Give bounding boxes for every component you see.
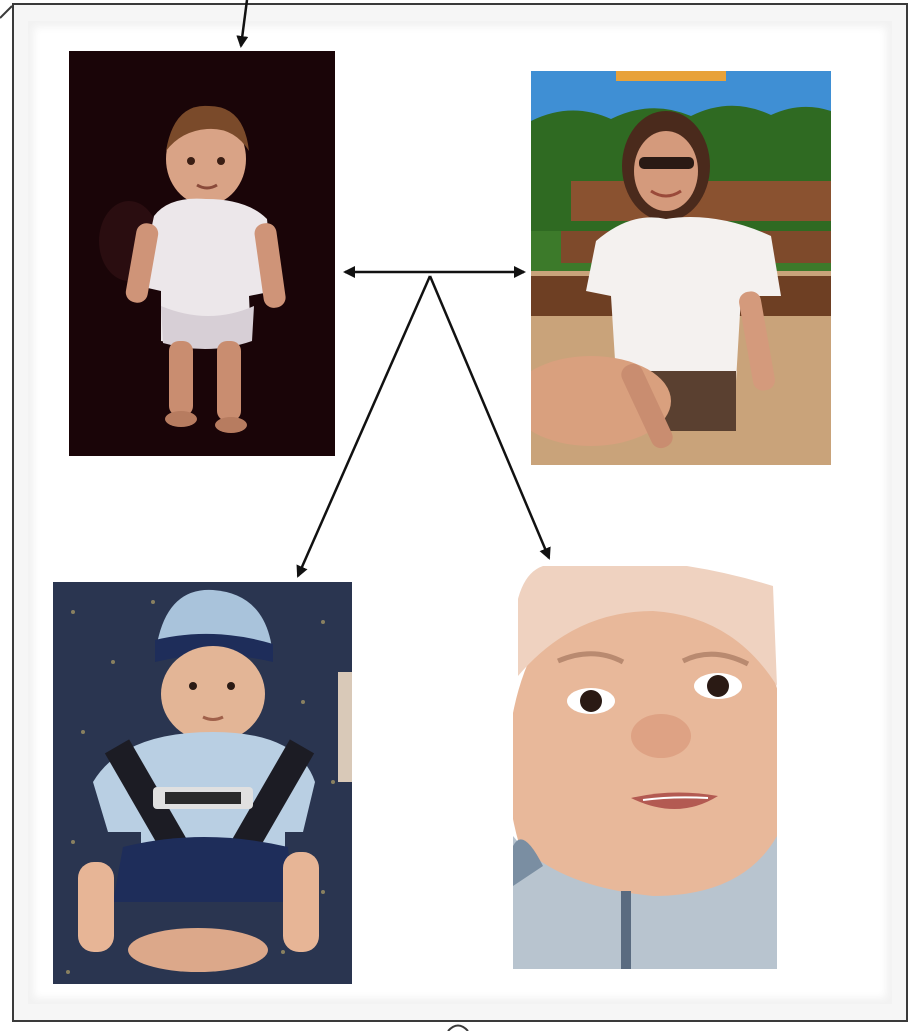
photo-baby-seat (53, 582, 352, 984)
bottom-curl-mark (447, 1024, 469, 1031)
photo-toddler-dark (69, 51, 335, 456)
photo-baby-face (513, 566, 777, 969)
left-edge-tick (0, 5, 13, 19)
photo-woman-bench (531, 71, 831, 465)
